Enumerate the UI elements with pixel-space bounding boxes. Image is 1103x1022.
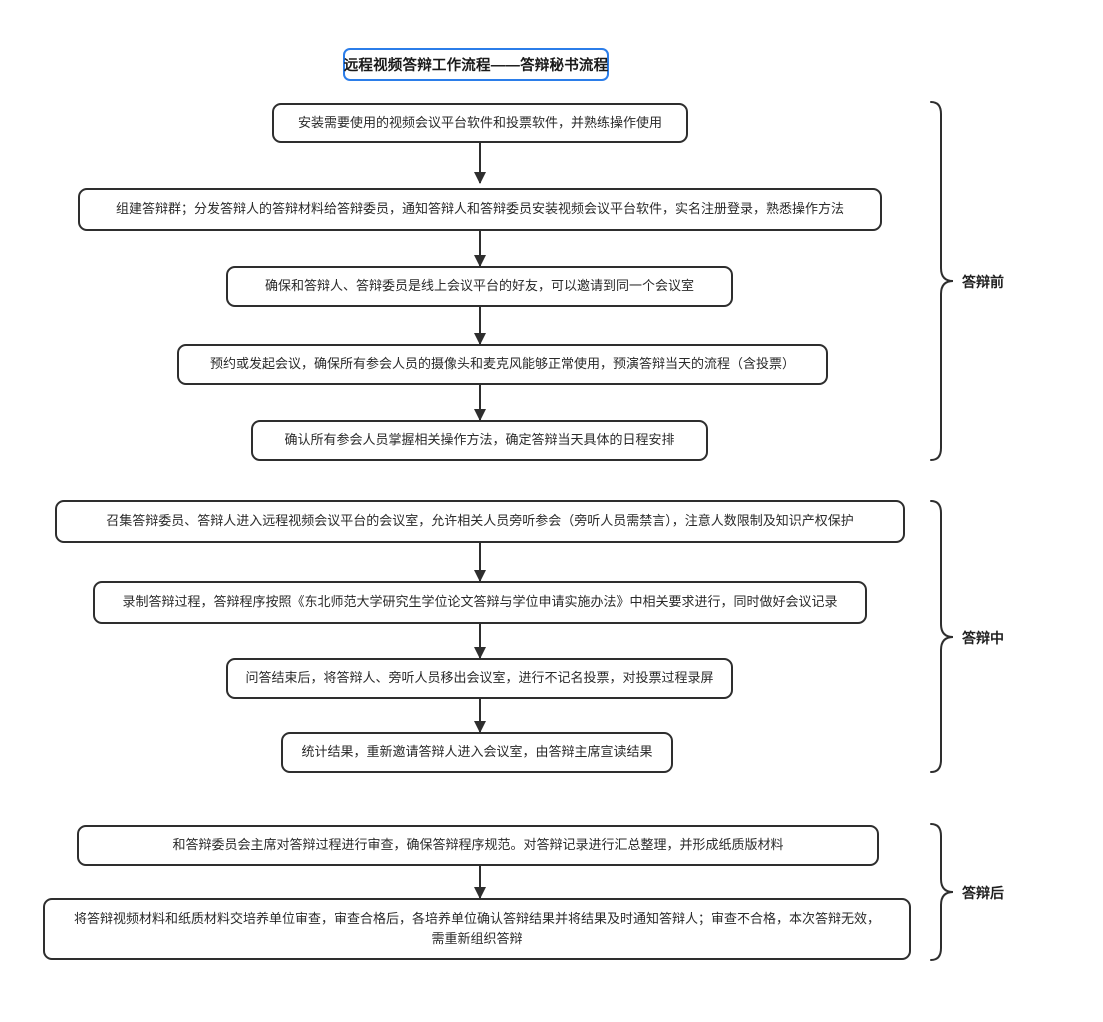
process-node-11[interactable]: 将答辩视频材料和纸质材料交培养单位审查，审查合格后，各培养单位确认答辩结果并将结… bbox=[43, 898, 911, 960]
process-node-4-label: 预约或发起会议，确保所有参会人员的摄像头和麦克风能够正常使用，预演答辩当天的流程… bbox=[209, 356, 795, 372]
process-node-10-label: 和答辩委员会主席对答辩过程进行审查，确保答辩程序规范。对答辩记录进行汇总整理，并… bbox=[172, 837, 784, 853]
process-node-5[interactable]: 确认所有参会人员掌握相关操作方法，确定答辩当天具体的日程安排 bbox=[251, 420, 708, 461]
phase-bracket-before bbox=[929, 100, 955, 462]
connector-arrow-1-to-2 bbox=[479, 143, 481, 183]
phase-label-before: 答辩前 bbox=[962, 274, 1004, 290]
process-node-9-label: 统计结果，重新邀请答辩人进入会议室，由答辩主席宣读结果 bbox=[301, 744, 653, 760]
connector-arrow-4-to-5 bbox=[479, 385, 481, 420]
process-node-7[interactable]: 录制答辩过程，答辩程序按照《东北师范大学研究生学位论文答辩与学位申请实施办法》中… bbox=[93, 581, 867, 624]
connector-arrow-7-to-8 bbox=[479, 624, 481, 658]
flowchart-title: 远程视频答辩工作流程——答辩秘书流程 bbox=[343, 48, 609, 81]
process-node-10[interactable]: 和答辩委员会主席对答辩过程进行审查，确保答辩程序规范。对答辩记录进行汇总整理，并… bbox=[77, 825, 879, 866]
process-node-6[interactable]: 召集答辩委员、答辩人进入远程视频会议平台的会议室，允许相关人员旁听参会（旁听人员… bbox=[55, 500, 905, 543]
process-node-8-label: 问答结束后，将答辩人、旁听人员移出会议室，进行不记名投票，对投票过程录屏 bbox=[245, 670, 714, 686]
process-node-5-label: 确认所有参会人员掌握相关操作方法，确定答辩当天具体的日程安排 bbox=[284, 432, 675, 448]
connector-arrow-6-to-7 bbox=[479, 543, 481, 581]
connector-arrow-8-to-9 bbox=[479, 699, 481, 732]
phase-label-during: 答辩中 bbox=[962, 630, 1004, 646]
process-node-1[interactable]: 安装需要使用的视频会议平台软件和投票软件，并熟练操作使用 bbox=[272, 103, 688, 143]
connector-arrow-10-to-11 bbox=[479, 866, 481, 898]
process-node-1-label: 安装需要使用的视频会议平台软件和投票软件，并熟练操作使用 bbox=[297, 114, 662, 130]
process-node-4[interactable]: 预约或发起会议，确保所有参会人员的摄像头和麦克风能够正常使用，预演答辩当天的流程… bbox=[177, 344, 828, 385]
process-node-3-label: 确保和答辩人、答辩委员是线上会议平台的好友，可以邀请到同一个会议室 bbox=[264, 278, 694, 294]
connector-arrow-2-to-3 bbox=[479, 231, 481, 266]
process-node-7-label: 录制答辩过程，答辩程序按照《东北师范大学研究生学位论文答辩与学位申请实施办法》中… bbox=[122, 594, 838, 610]
process-node-8[interactable]: 问答结束后，将答辩人、旁听人员移出会议室，进行不记名投票，对投票过程录屏 bbox=[226, 658, 733, 699]
phase-bracket-after-shape bbox=[930, 823, 954, 961]
process-node-2[interactable]: 组建答辩群；分发答辩人的答辩材料给答辩委员，通知答辩人和答辩委员安装视频会议平台… bbox=[78, 188, 882, 231]
connector-arrow-3-to-4 bbox=[479, 307, 481, 344]
phase-bracket-during bbox=[929, 499, 955, 774]
process-node-2-label: 组建答辩群；分发答辩人的答辩材料给答辩委员，通知答辩人和答辩委员安装视频会议平台… bbox=[115, 201, 844, 217]
process-node-9[interactable]: 统计结果，重新邀请答辩人进入会议室，由答辩主席宣读结果 bbox=[281, 732, 673, 773]
phase-bracket-during-shape bbox=[930, 500, 954, 773]
phase-label-after: 答辩后 bbox=[962, 885, 1004, 901]
process-node-3[interactable]: 确保和答辩人、答辩委员是线上会议平台的好友，可以邀请到同一个会议室 bbox=[226, 266, 733, 307]
process-node-6-label: 召集答辩委员、答辩人进入远程视频会议平台的会议室，允许相关人员旁听参会（旁听人员… bbox=[106, 513, 854, 529]
phase-bracket-before-shape bbox=[930, 101, 954, 461]
process-node-11-label: 将答辩视频材料和纸质材料交培养单位审查，审查合格后，各培养单位确认答辩结果并将结… bbox=[73, 910, 880, 946]
phase-bracket-after bbox=[929, 822, 955, 962]
